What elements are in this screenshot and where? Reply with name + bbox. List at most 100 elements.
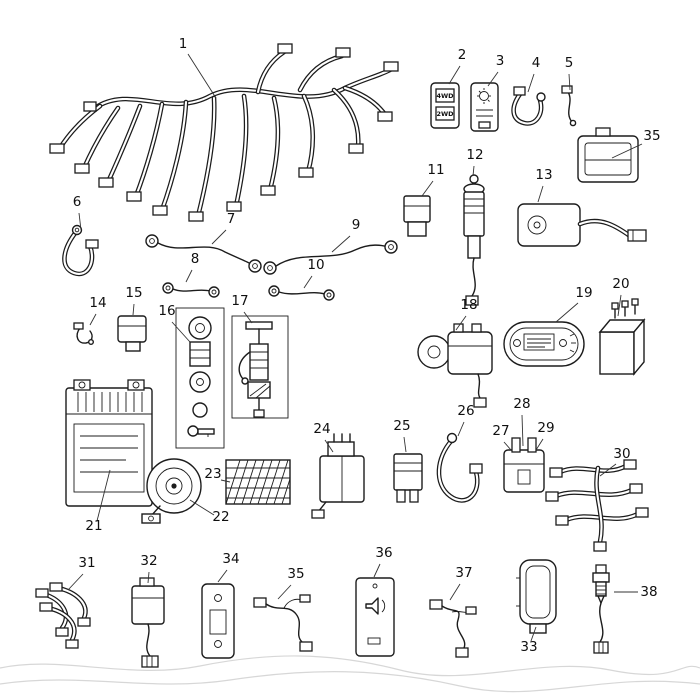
part-callout-35: 35 xyxy=(287,566,304,582)
part-2-4wd-2wd-switch: 4WD 2WD xyxy=(430,82,460,129)
leader-line-29 xyxy=(535,438,544,451)
part-callout-33: 33 xyxy=(520,639,537,655)
leader-line-6 xyxy=(78,212,82,231)
part-10-terminal-cable xyxy=(268,285,335,301)
part-callout-23: 23 xyxy=(204,466,221,482)
leader-line-22 xyxy=(189,499,215,516)
leader-line-10 xyxy=(303,275,313,289)
part-callout-36: 36 xyxy=(375,545,392,561)
scan-artifact xyxy=(0,655,700,693)
part-26-cable xyxy=(436,432,483,503)
part-14-clip-wire xyxy=(73,322,94,346)
horn-icon xyxy=(365,597,386,615)
part-callout-4: 4 xyxy=(532,55,541,71)
part-callout-7: 7 xyxy=(227,211,236,227)
part-callout-19: 19 xyxy=(575,285,592,301)
part-11-relay xyxy=(403,195,431,237)
part-27-28-29-fuse xyxy=(503,437,545,493)
part-callout-6: 6 xyxy=(73,194,82,210)
part-32-relay-pigtail xyxy=(131,577,165,668)
leader-line-18 xyxy=(455,315,467,331)
part-callout-38: 38 xyxy=(640,584,657,600)
leader-line-33 xyxy=(530,626,537,642)
part-callout-11: 11 xyxy=(427,162,444,178)
leader-line-24 xyxy=(324,439,334,453)
part-36-horn-cover xyxy=(355,577,395,657)
part-callout-34: 34 xyxy=(222,551,239,567)
part-callout-21: 21 xyxy=(85,518,102,534)
part-9-terminal-cable xyxy=(263,240,398,275)
leader-line-37 xyxy=(449,583,461,601)
part-15-relay xyxy=(117,315,147,352)
part-callout-20: 20 xyxy=(612,276,629,292)
part-callout-5: 5 xyxy=(565,55,574,71)
part-6-cable xyxy=(62,224,99,277)
leader-line-35 xyxy=(611,143,643,159)
switch-label-2wd: 2WD xyxy=(436,110,454,118)
part-25-relay xyxy=(393,453,423,503)
part-callout-2: 2 xyxy=(458,47,467,63)
part-18-starter-relay xyxy=(417,323,493,408)
leader-line-8 xyxy=(185,269,193,283)
part-24-relay-assembly xyxy=(311,433,365,519)
leader-line-34 xyxy=(217,569,228,583)
leader-line-16 xyxy=(171,321,191,343)
leader-line-31 xyxy=(67,573,84,591)
part-callout-13: 13 xyxy=(535,167,552,183)
part-1-wiring-harness xyxy=(49,43,399,222)
part-37-pigtail-lead xyxy=(429,599,477,658)
part-12-sensor-valve xyxy=(463,174,485,306)
leader-line-13 xyxy=(537,185,544,203)
leader-line-2 xyxy=(448,65,461,85)
leader-line-23 xyxy=(220,479,231,483)
part-34-mounting-plate xyxy=(201,583,235,659)
part-callout-22: 22 xyxy=(212,509,229,525)
leader-line-9 xyxy=(331,235,351,253)
part-callout-31: 31 xyxy=(78,555,95,571)
part-20-flasher-relay xyxy=(598,298,646,376)
part-30-sub-harness xyxy=(545,459,649,552)
part-callout-30: 30 xyxy=(613,446,630,462)
leader-line-7 xyxy=(211,229,227,245)
leader-line-1 xyxy=(187,53,217,99)
leader-line-15 xyxy=(132,303,135,316)
leader-line-20 xyxy=(617,294,622,317)
leader-line-12 xyxy=(472,165,475,177)
part-callout-24: 24 xyxy=(313,421,330,437)
part-21-battery xyxy=(65,379,153,507)
part-callout-8: 8 xyxy=(191,251,200,267)
part-callout-28: 28 xyxy=(513,396,530,412)
part-callout-29: 29 xyxy=(537,420,554,436)
part-23-rectifier xyxy=(225,459,291,505)
leader-line-3 xyxy=(487,71,499,87)
leader-line-25 xyxy=(403,436,407,453)
part-4-cable xyxy=(511,86,546,126)
part-38-sensor-lead xyxy=(592,564,610,654)
sun-icon xyxy=(477,88,491,104)
part-callout-1: 1 xyxy=(179,36,188,52)
part-13-ignition-coil xyxy=(517,203,647,247)
part-17-fuel-sender-unit xyxy=(231,315,289,419)
part-8-terminal-cable xyxy=(162,282,220,298)
part-callout-10: 10 xyxy=(307,257,324,273)
part-35-control-unit xyxy=(577,127,639,183)
leader-line-14 xyxy=(89,313,97,326)
leader-line-5 xyxy=(568,73,571,91)
part-35-pigtail-lead xyxy=(253,594,313,652)
leader-line-27 xyxy=(503,441,512,451)
part-callout-27: 27 xyxy=(492,423,509,439)
leader-line-4 xyxy=(527,73,535,93)
leader-line-32 xyxy=(147,571,150,584)
part-16-ignition-switch-kit xyxy=(175,307,225,449)
part-31-sub-harness xyxy=(35,582,91,649)
leader-line-28 xyxy=(521,414,524,447)
part-callout-3: 3 xyxy=(496,53,505,69)
part-callout-15: 15 xyxy=(125,285,142,301)
leader-line-17 xyxy=(243,311,253,324)
part-callout-18: 18 xyxy=(460,297,477,313)
part-19-instrument-cluster xyxy=(503,321,585,367)
part-callout-9: 9 xyxy=(352,217,361,233)
